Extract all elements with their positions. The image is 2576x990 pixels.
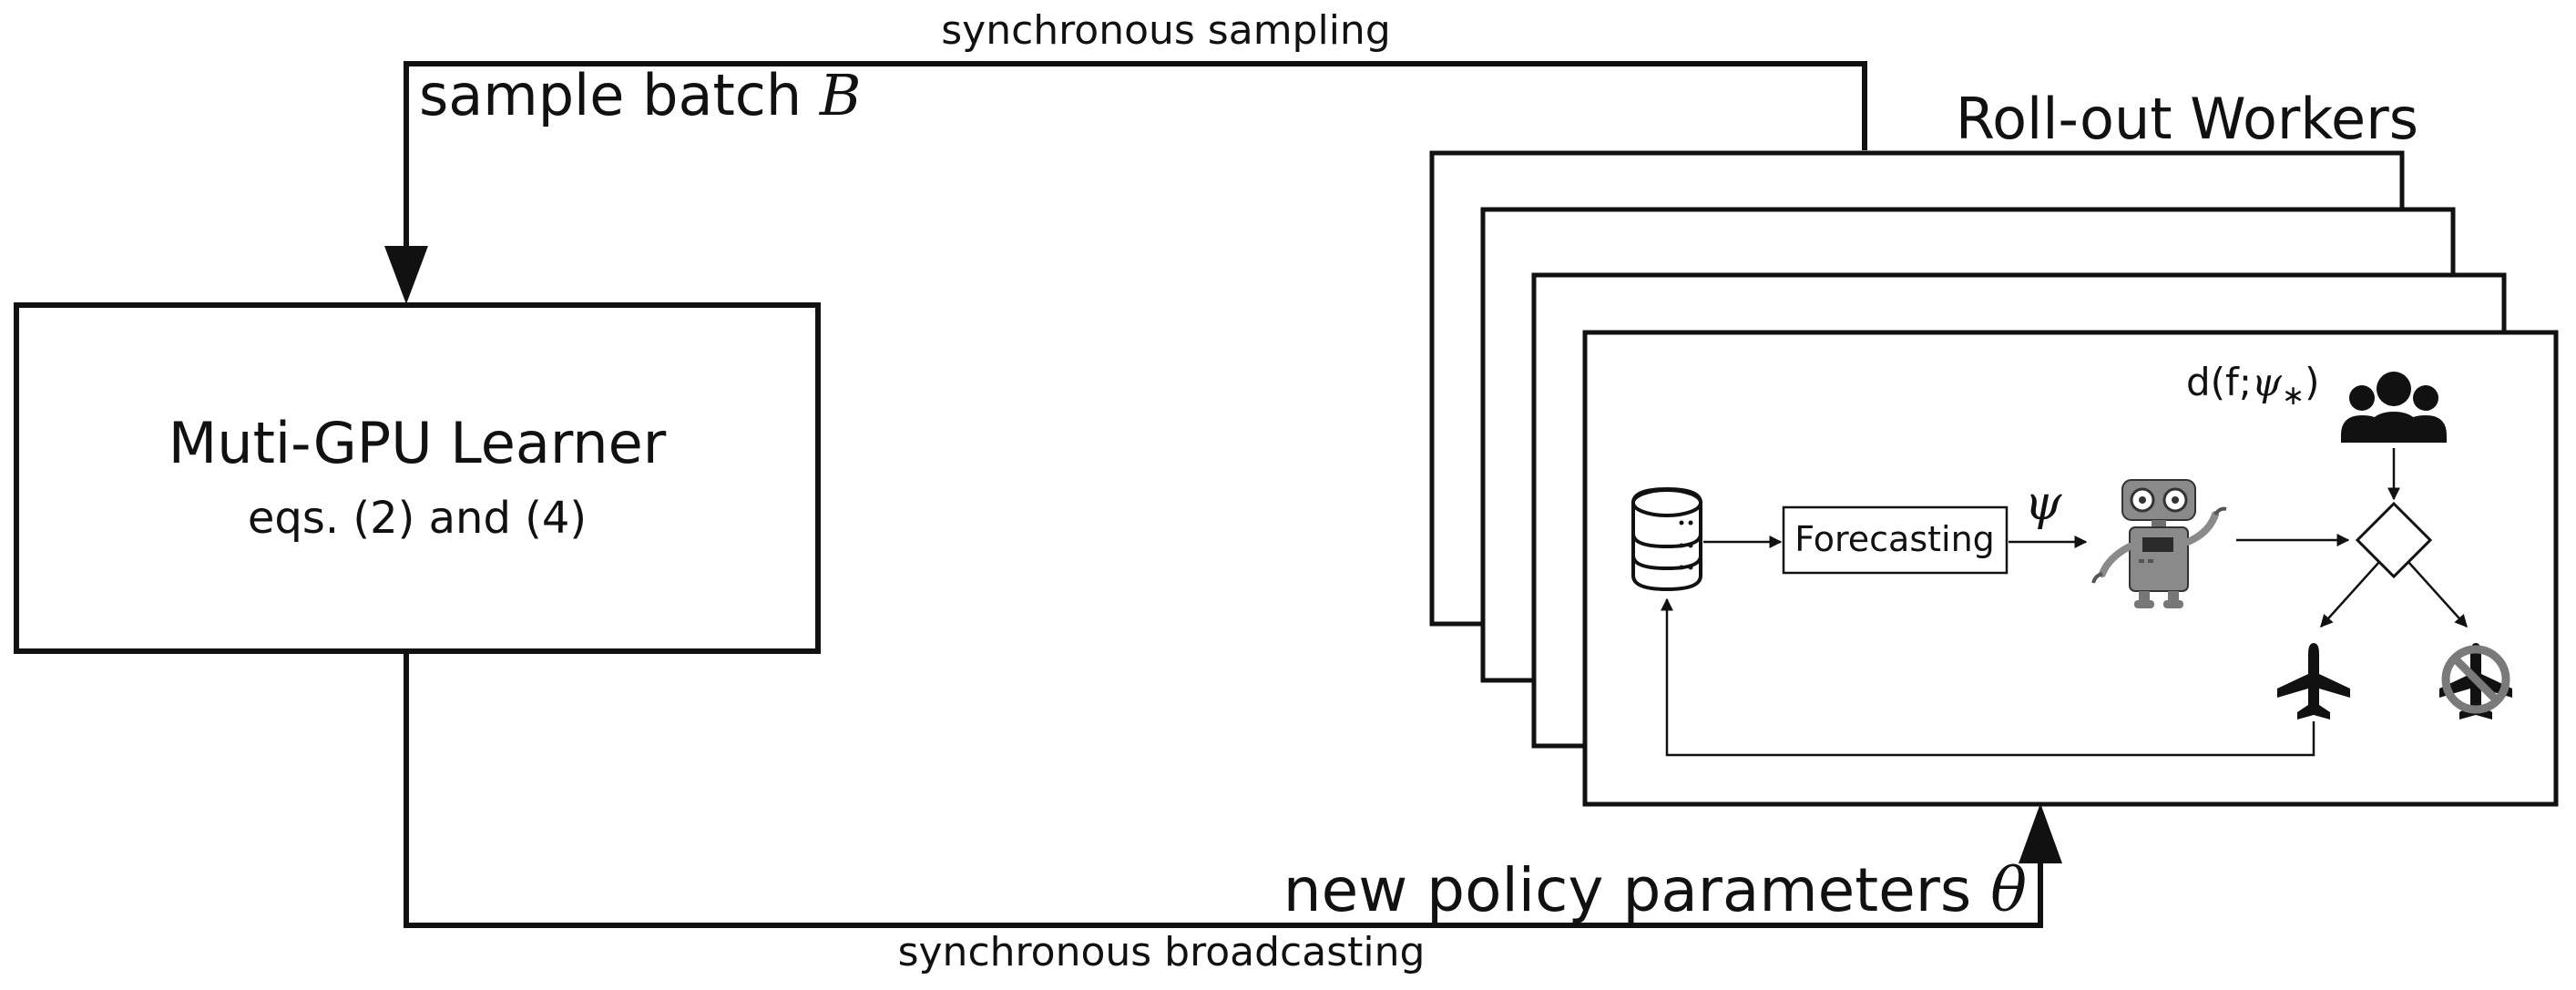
decision-to-fly-arrow: [2320, 561, 2380, 628]
decision-suffix: ): [2305, 360, 2319, 404]
learner-box: [14, 302, 821, 654]
rollout-workers-label: Roll-out Workers: [1956, 86, 2418, 152]
sync-broadcasting-label: synchronous broadcasting: [898, 929, 1426, 975]
broadcast-arrowhead: [2019, 803, 2062, 863]
broadcast-connector: [404, 651, 2062, 928]
robot-icon: [2091, 479, 2227, 608]
feedback-loop-arrow: [1661, 597, 2315, 757]
sync-sampling-label: synchronous sampling: [941, 7, 1391, 54]
learner-title: Muti-GPU Learner: [169, 410, 667, 476]
diamond-decision-icon: [2355, 501, 2433, 579]
decision-prefix: d(f;: [2186, 360, 2252, 404]
sample-batch-text: sample batch: [419, 62, 820, 128]
worker-stack: [1429, 150, 2559, 807]
decision-star: ∗: [2282, 380, 2305, 412]
decision-function-label: d(f;ψ∗): [2186, 360, 2319, 412]
forecasting-label: Forecasting: [1794, 519, 1995, 559]
learner-equations: eqs. (2) and (4): [248, 493, 587, 544]
airplane-blocked-icon: [2439, 643, 2512, 720]
users-icon: [2341, 372, 2447, 443]
new-policy-text: new policy parameters: [1283, 855, 1990, 925]
decision-to-block-arrow: [2407, 561, 2468, 628]
database-icon: [1631, 486, 1702, 592]
sampling-arrowhead: [384, 246, 428, 304]
sampling-connector: [384, 61, 1867, 304]
sample-batch-label: sample batch B: [419, 62, 861, 128]
sample-batch-var: B: [819, 62, 862, 128]
airplane-icon: [2277, 643, 2350, 720]
new-policy-label: new policy parameters θ: [1283, 855, 2027, 925]
forecasting-box: [1782, 505, 2009, 575]
new-policy-var: θ: [1990, 855, 2027, 925]
decision-psi: ψ: [2252, 360, 2283, 404]
worker-panel-front: [1582, 330, 2559, 807]
psi-label: ψ: [2025, 476, 2063, 531]
